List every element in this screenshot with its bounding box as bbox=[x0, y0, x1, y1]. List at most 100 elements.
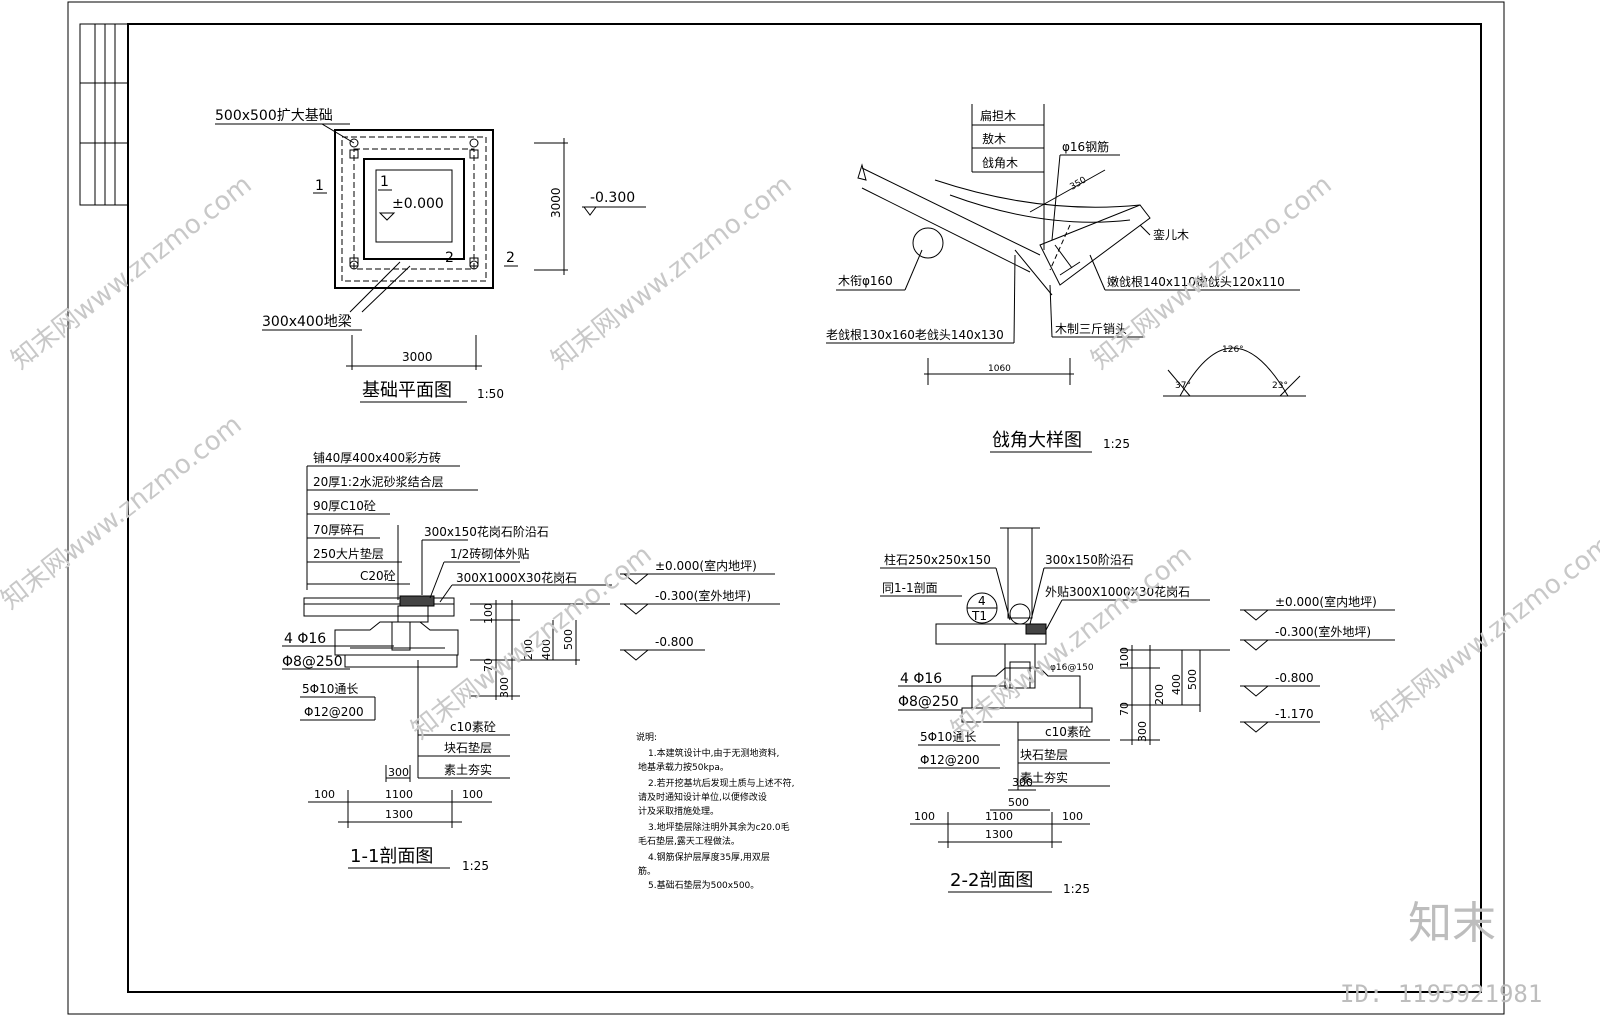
s1-dim-h0: 300 bbox=[388, 766, 409, 779]
plan-scale: 1:50 bbox=[477, 387, 504, 401]
section-2-2: 柱石250x250x150 300x150阶沿石 同1-1剖面 外贴300X10… bbox=[880, 527, 1395, 896]
plan-dim-side: 3000 bbox=[549, 187, 563, 218]
plan-sec2-right: 2 bbox=[506, 250, 515, 266]
plan-title: 基础平面图 bbox=[362, 380, 452, 401]
notes-line-9: 5.基础石垫层为500x500。 bbox=[648, 879, 759, 891]
detail-label-2: 戗角木 bbox=[982, 156, 1018, 170]
detail-label-3: φ16钢筋 bbox=[1062, 139, 1109, 154]
s2-level-0: ±0.000(室内地坪) bbox=[1275, 594, 1377, 609]
s2-title: 2-2剖面图 bbox=[950, 870, 1033, 891]
plan-sec1-inner: 1 bbox=[380, 174, 389, 190]
watermarks: 知末网www.znzmo.com 知末网www.znzmo.com 知末网www… bbox=[0, 170, 1600, 1008]
s2-dim-h1: 500 bbox=[1008, 796, 1029, 809]
s1-bottom-0: c10素砼 bbox=[450, 720, 496, 734]
s1-rebar-2: 5Φ10通长 bbox=[302, 682, 358, 696]
plan-sec2-inner: 2 bbox=[445, 250, 454, 266]
notes-line-8: 筋。 bbox=[638, 865, 656, 877]
s1-right-0: 300x150花岗石阶沿石 bbox=[424, 524, 549, 539]
s1-layer-2: 90厚C10砼 bbox=[313, 499, 376, 513]
detail-dim-bottom: 1060 bbox=[988, 364, 1011, 374]
s2-dim-h2: 100 bbox=[914, 810, 935, 823]
detail-title: 戗角大样图 bbox=[992, 430, 1082, 451]
title-strip bbox=[79, 23, 129, 206]
notes-title: 说明: bbox=[636, 731, 657, 743]
s2-scale: 1:25 bbox=[1063, 882, 1090, 896]
s2-level-3: -1.170 bbox=[1275, 707, 1314, 721]
s2-dim-h3: 1100 bbox=[985, 810, 1013, 823]
s1-layer-1: 20厚1:2水泥砂浆结合层 bbox=[313, 474, 444, 489]
s2-bottom-2: 素土夯实 bbox=[1020, 770, 1068, 785]
detail-angle: 126° bbox=[1222, 345, 1244, 355]
detail-label-0: 扁担木 bbox=[980, 109, 1016, 123]
foundation-plan: 500x500扩大基础 300x400地梁 1 1 2 2 ±0.000 -0.… bbox=[215, 107, 646, 403]
s1-dim-h3: 100 bbox=[462, 788, 483, 801]
detail-label-4: 銮儿木 bbox=[1153, 227, 1189, 242]
s1-scale: 1:25 bbox=[462, 859, 489, 873]
inner-frame bbox=[127, 23, 1482, 993]
s1-layer-0: 铺40厚400x400彩方砖 bbox=[313, 450, 441, 465]
notes-line-4: 计及采取措施处理。 bbox=[638, 805, 719, 817]
s2-top-0: 柱石250x250x150 bbox=[884, 552, 991, 567]
s2-dim-v1: 200 bbox=[1153, 684, 1166, 705]
s1-bottom-1: 块石垫层 bbox=[444, 740, 492, 755]
detail-label-1: 敖木 bbox=[982, 131, 1006, 146]
corner-detail: 扁担木 敖木 戗角木 φ16钢筋 銮儿木 嫩戗根140x110嫩戗头120x11… bbox=[826, 104, 1306, 453]
watermark-text: 知末网www.znzmo.com bbox=[0, 410, 248, 616]
s1-right-2: 300X1000X30花岗石 bbox=[456, 570, 577, 585]
watermark-text: 知末网www.znzmo.com bbox=[6, 170, 258, 376]
watermark-brand: 知末 bbox=[1408, 898, 1496, 949]
s1-dim-v0: 100 bbox=[482, 603, 495, 624]
s1-dim-h2: 1100 bbox=[385, 788, 413, 801]
s1-dim-v1: 200 bbox=[522, 639, 535, 660]
s2-top-1: 300x150阶沿石 bbox=[1045, 553, 1134, 567]
s2-bottom-0: c10素砼 bbox=[1045, 725, 1091, 739]
s1-dim-v5: 300 bbox=[498, 677, 511, 698]
s2-rebar-3: Φ12@200 bbox=[920, 753, 980, 767]
notes-line-1: 地基承载力按50kpa。 bbox=[638, 761, 729, 773]
watermark-text: 知末网www.znzmo.com bbox=[1086, 170, 1338, 376]
detail-scale: 1:25 bbox=[1103, 437, 1130, 451]
detail-label-7: 老戗根130x160老戗头140x130 bbox=[826, 328, 1004, 342]
s1-layer-4: 250大片垫层 bbox=[313, 546, 384, 561]
s1-level-0: ±0.000(室内地坪) bbox=[655, 558, 757, 573]
watermark-text: 知末网www.znzmo.com bbox=[546, 170, 798, 376]
s1-dim-v4: 70 bbox=[482, 658, 495, 672]
s1-rebar-3: Φ12@200 bbox=[304, 705, 364, 719]
plan-sec1-left: 1 bbox=[315, 178, 324, 194]
s2-dim-h4: 100 bbox=[1062, 810, 1083, 823]
section-1-1: 铺40厚400x400彩方砖 20厚1:2水泥砂浆结合层 90厚C10砼 70厚… bbox=[282, 450, 780, 873]
s1-level-2: -0.800 bbox=[655, 635, 694, 649]
s2-level-2: -0.800 bbox=[1275, 671, 1314, 685]
s1-level-1: -0.300(室外地坪) bbox=[655, 588, 751, 603]
s2-dim-h0: 300 bbox=[1012, 776, 1033, 789]
notes-line-2: 2.若开挖基坑后发现土质与上述不符, bbox=[648, 777, 794, 789]
s2-marker-top: 4 bbox=[978, 594, 986, 608]
s2-dim-v2: 400 bbox=[1170, 674, 1183, 695]
s1-rebar-0: 4 Φ16 bbox=[284, 631, 326, 647]
detail-angle-r: 23° bbox=[1272, 381, 1288, 391]
s2-small: φ16@150 bbox=[1050, 663, 1094, 673]
notes-line-6: 毛石垫层,露天工程做法。 bbox=[638, 835, 740, 847]
watermark-text: 知末网www.znzmo.com bbox=[946, 540, 1198, 746]
plan-level: ±0.000 bbox=[392, 196, 444, 212]
plan-label-top: 500x500扩大基础 bbox=[215, 107, 333, 124]
s2-rebar-1: Φ8@250 bbox=[898, 694, 959, 710]
s1-layer-3: 70厚碎石 bbox=[313, 522, 364, 537]
s2-dim-h5: 1300 bbox=[985, 828, 1013, 841]
outer-frame bbox=[67, 1, 1505, 1015]
s2-bottom-1: 块石垫层 bbox=[1020, 747, 1068, 762]
s1-rebar-1: Φ8@250 bbox=[282, 654, 343, 670]
s1-bottom-2: 素土夯实 bbox=[444, 762, 492, 777]
detail-angle-l: 37° bbox=[1175, 381, 1191, 391]
notes-line-7: 4.钢筋保护层厚度35厚,用双层 bbox=[648, 851, 770, 863]
s1-title: 1-1剖面图 bbox=[350, 846, 433, 867]
s2-level-1: -0.300(室外地坪) bbox=[1275, 624, 1371, 639]
detail-label-8: 木制三斤销头 bbox=[1055, 322, 1127, 336]
s2-rebar-0: 4 Φ16 bbox=[900, 671, 942, 687]
watermark-text: 知末网www.znzmo.com bbox=[1366, 530, 1600, 736]
detail-dim-r: 350 bbox=[1069, 175, 1089, 192]
s1-dim-v3: 500 bbox=[562, 629, 575, 650]
plan-label-bottom: 300x400地梁 bbox=[262, 314, 352, 330]
notes-line-0: 1.本建筑设计中,由于无测地资料, bbox=[648, 747, 779, 759]
